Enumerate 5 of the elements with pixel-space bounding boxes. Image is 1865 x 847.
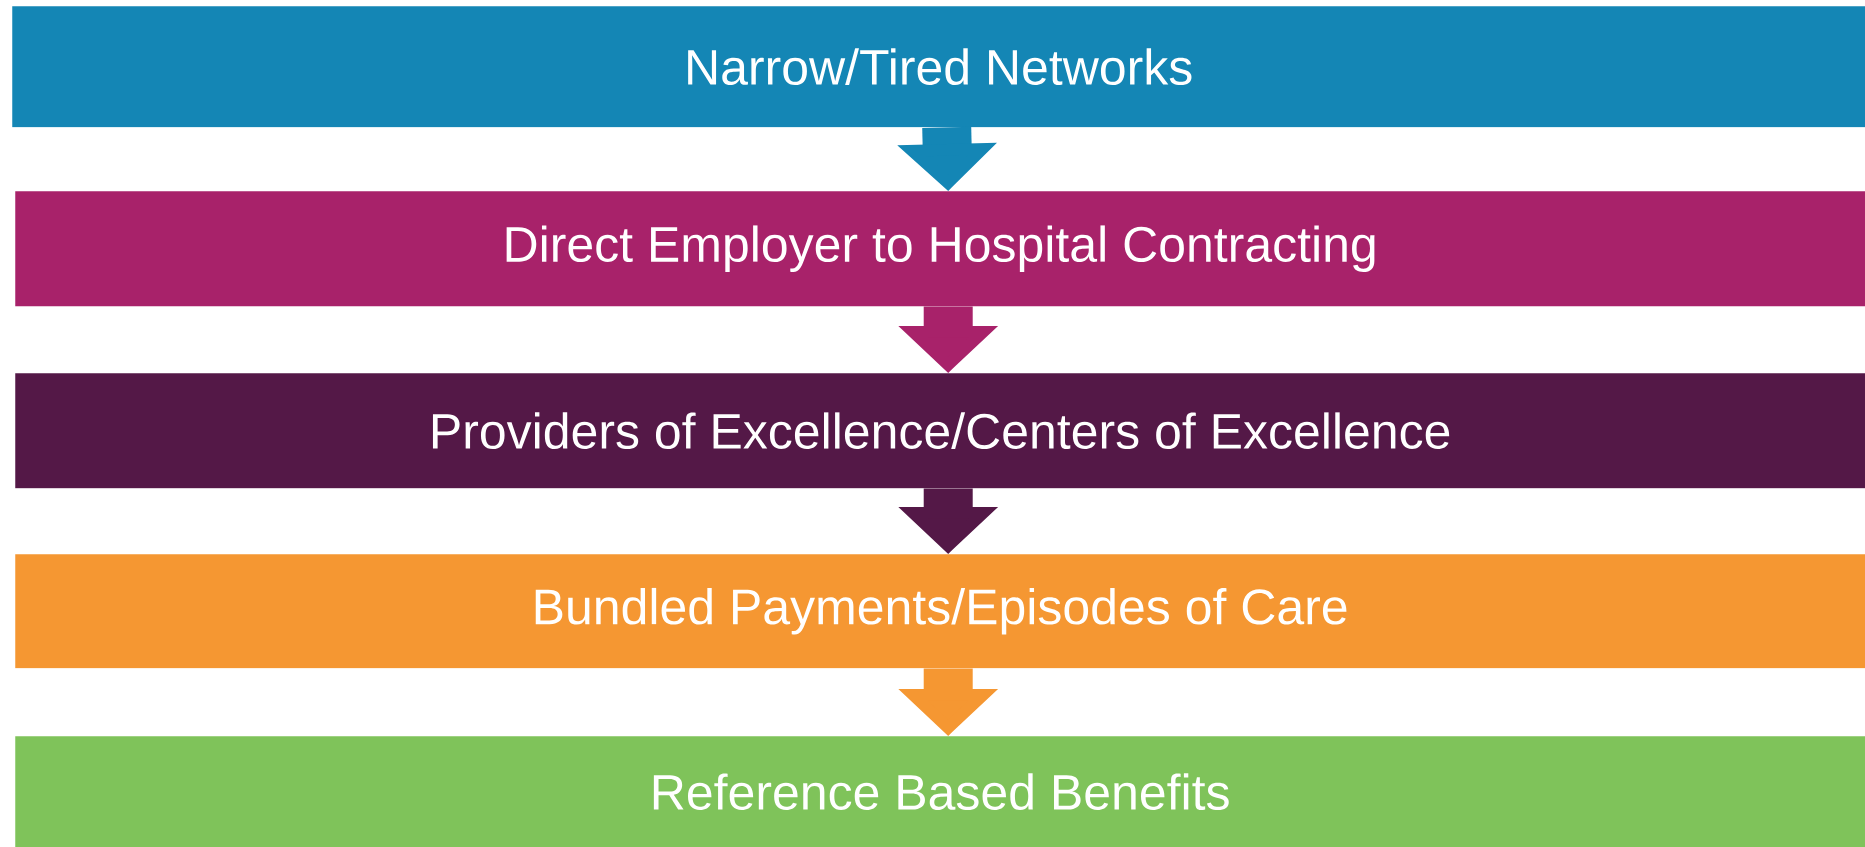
band-box: Direct Employer to Hospital Contracting [15,191,1865,307]
band-box: Bundled Payments/Episodes of Care [15,554,1865,669]
band-box: Reference Based Benefits [15,736,1865,847]
band-box: Providers of Excellence/Centers of Excellence [15,373,1865,489]
band-box: Narrow/Tired Networks [12,6,1865,128]
